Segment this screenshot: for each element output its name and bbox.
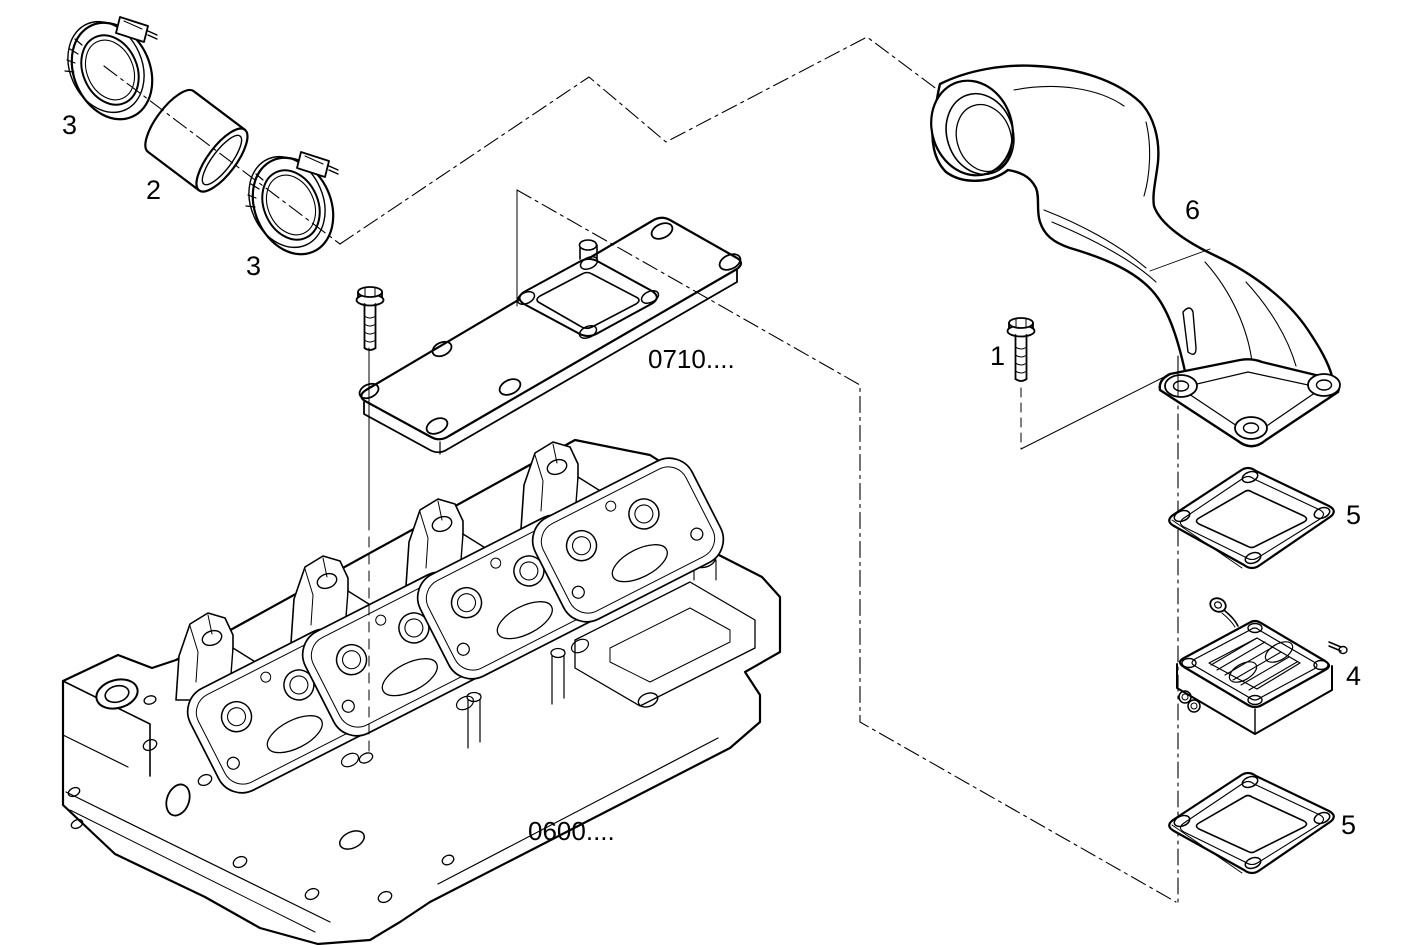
- callout-clamp-upper[interactable]: 3: [62, 110, 77, 140]
- intake-pipe: [930, 64, 1341, 448]
- callout-sleeve[interactable]: 2: [146, 175, 161, 205]
- callout-clamp-lower[interactable]: 3: [246, 251, 261, 281]
- group-ref-plate[interactable]: 0710....: [648, 344, 735, 374]
- grid-heater: [1176, 597, 1348, 735]
- callout-heater[interactable]: 4: [1346, 661, 1361, 691]
- intake-cover-plate: [358, 216, 743, 455]
- hose-clamp-lower: [233, 143, 350, 269]
- group-ref-cylinder-head[interactable]: 0600....: [528, 816, 615, 846]
- fixing-bolt: [1006, 317, 1036, 382]
- gasket-lower: [1168, 771, 1335, 875]
- callout-gasket-upper[interactable]: 5: [1346, 500, 1361, 530]
- plate-bolt: [355, 286, 385, 351]
- callout-pipe[interactable]: 6: [1185, 195, 1200, 225]
- callout-bolt[interactable]: 1: [990, 341, 1005, 371]
- callout-labels: 3 2 3 0710.... 0600.... 1 6 5 4 5: [62, 110, 1361, 846]
- callout-gasket-lower[interactable]: 5: [1341, 810, 1356, 840]
- center-lines: [103, 36, 1179, 903]
- hose-sleeve: [144, 88, 249, 193]
- heater-wire-terminal: [1209, 597, 1239, 628]
- cylinder-head: [61, 438, 782, 945]
- gasket-upper: [1168, 466, 1335, 570]
